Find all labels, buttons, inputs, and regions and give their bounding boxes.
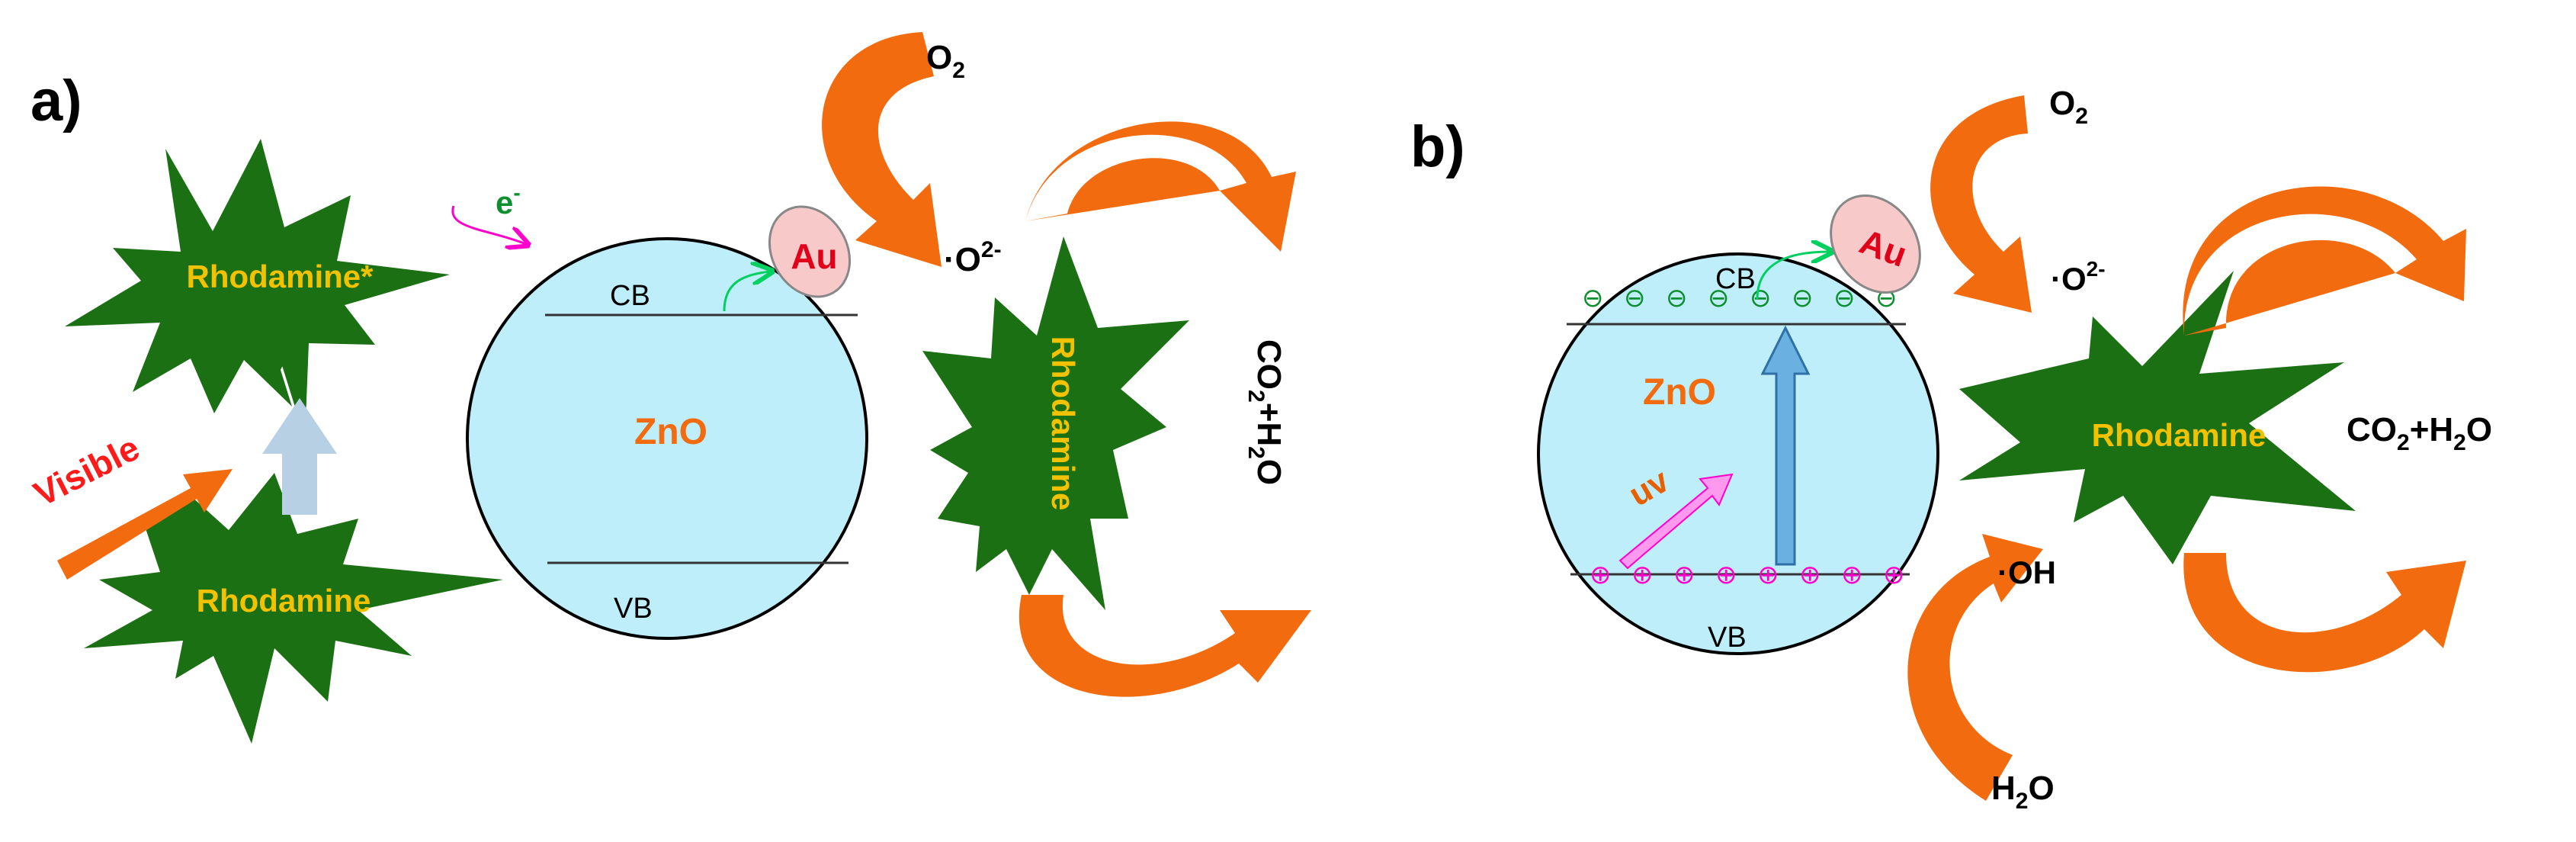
zno-particle-b — [1537, 252, 1939, 655]
electron-to-au-arrow-a — [723, 272, 770, 312]
superoxide-label-b: ·O2- — [2051, 257, 2106, 297]
rhodamine-label-b: Rhodamine — [2092, 417, 2266, 453]
panel-b-label: b) — [1410, 114, 1465, 179]
degradation-arrow-bottom-b — [2183, 553, 2466, 673]
vb-label-a: VB — [614, 593, 653, 625]
visible-light-arrow — [57, 469, 233, 580]
electron-label: e- — [496, 181, 521, 220]
hydroxyl-label-b: ·OH — [1997, 554, 2056, 590]
rhodamine-ground-label: Rhodamine — [197, 583, 371, 619]
cb-label-a: CB — [610, 280, 650, 312]
degradation-arrow-top-a — [1025, 121, 1296, 252]
panel-a-label: a) — [30, 69, 82, 133]
degradation-arrow-top-b — [2183, 186, 2466, 336]
panel-a: a) Rhodamine* Rhodamine Visible e- CB VB… — [27, 32, 1311, 744]
electron-symbol: ⊖ — [1582, 283, 1604, 313]
water-label-b: H2O — [1991, 770, 2055, 814]
zno-particle-a — [466, 237, 868, 640]
hole-symbol: ⊕ — [1631, 560, 1654, 590]
uv-arrow — [1618, 473, 1734, 570]
au-label-a: Au — [791, 236, 837, 276]
oxygen-arrow-b — [1930, 95, 2032, 313]
electron-symbol: ⊖ — [1666, 283, 1688, 313]
electron-symbol: ⊖ — [1708, 283, 1730, 313]
electron-symbol: ⊖ — [1833, 283, 1856, 313]
visible-label: Visible — [27, 428, 146, 514]
electron-row: ⊖⊖⊖⊖⊖⊖⊖⊖ — [1582, 283, 1898, 313]
rhodamine-degrading-star — [922, 236, 1189, 610]
electron-symbol: ⊖ — [1624, 283, 1646, 313]
cb-label-b: CB — [1715, 263, 1756, 295]
rhodamine-excited-label: Rhodamine* — [186, 259, 374, 294]
zno-label-b: ZnO — [1643, 372, 1716, 413]
hole-row: ⊕⊕⊕⊕⊕⊕⊕⊕ — [1590, 560, 1905, 590]
rhodamine-degrading-label: Rhodamine — [1045, 336, 1081, 511]
excitation-arrow — [262, 398, 337, 515]
water-arrow-b — [1907, 534, 2043, 801]
product-label-b: CO2+H2O — [2347, 411, 2492, 455]
superoxide-label-a: ·O2- — [944, 237, 1002, 278]
rhodamine-excited-star — [65, 139, 450, 439]
hole-symbol: ⊕ — [1841, 560, 1863, 590]
vb-label-b: VB — [1708, 622, 1747, 654]
oxygen-arrow-a — [822, 32, 942, 267]
excitation-arrow-b — [1760, 325, 1811, 566]
hole-symbol: ⊕ — [1799, 560, 1821, 590]
rhodamine-star-b — [1959, 271, 2356, 564]
electron-to-au-arrow-b — [1756, 252, 1830, 300]
electron-symbol: ⊖ — [1750, 283, 1772, 313]
o2-label-a: O2 — [926, 39, 965, 83]
hole-symbol: ⊕ — [1883, 560, 1905, 590]
hole-symbol: ⊕ — [1715, 560, 1737, 590]
o2-label-b: O2 — [2049, 85, 2088, 129]
electron-symbol: ⊖ — [1792, 283, 1814, 313]
hole-symbol: ⊕ — [1673, 560, 1695, 590]
rhodamine-ground-star — [84, 473, 503, 744]
electron-transfer-arrow — [451, 205, 526, 244]
hole-symbol: ⊕ — [1590, 560, 1612, 590]
panel-b: b) CB VB ZnO ⊖⊖⊖⊖⊖⊖⊖⊖ ⊕⊕⊕⊕⊕⊕⊕⊕ uv Au O2 … — [1410, 85, 2492, 814]
zno-label-a: ZnO — [634, 412, 707, 452]
degradation-arrow-bottom-a — [1019, 595, 1311, 697]
product-label-a: CO2+H2O — [1243, 339, 1288, 485]
au-nanoparticle-a — [768, 205, 852, 298]
au-nanoparticle-b — [1830, 194, 1921, 294]
